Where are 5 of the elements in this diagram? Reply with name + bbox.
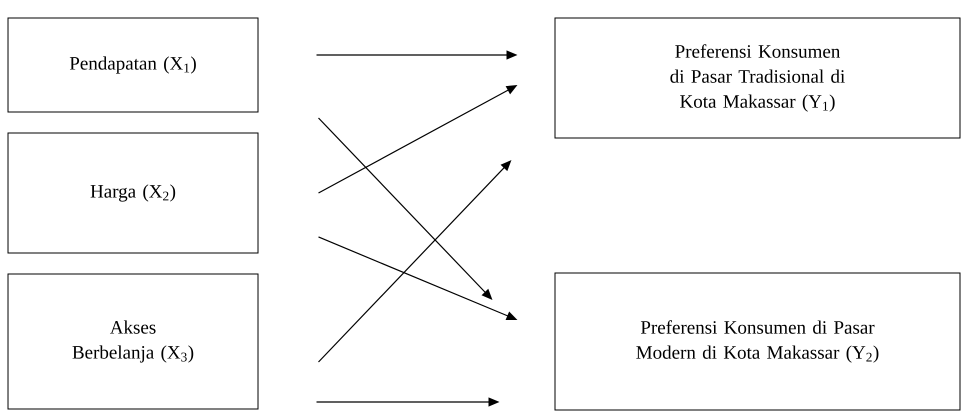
text-box: Pendapatan (X$_{1}$) [8,18,258,112]
text-box: Preferensi Konsumen di Pasar Tradisional di Kota Makassar (Y$_{1}$) [554,18,960,138]
text-box: Preferensi Konsumen di Pasar Modern di Kota Makassar (Y$_{2}$) [554,272,960,410]
text-box: Harga (X$_{2}$) [8,132,258,254]
text-box: Akses Berbelanja (X$_{3}$) [8,273,258,410]
